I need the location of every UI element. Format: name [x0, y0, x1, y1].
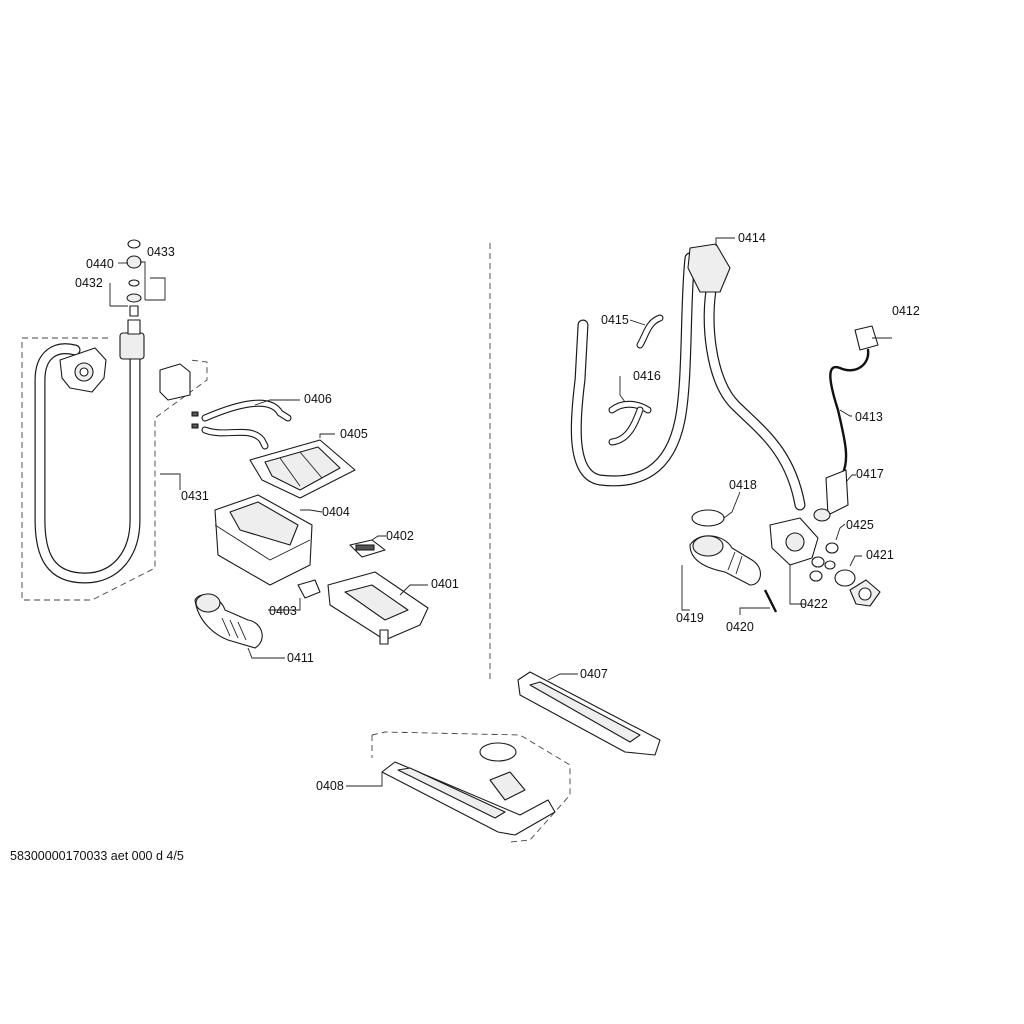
label-0417: 0417 [856, 467, 884, 481]
label-0421: 0421 [866, 548, 894, 562]
label-0440: 0440 [86, 257, 114, 271]
dispenser-hoses-0406 [191, 399, 300, 450]
aquastop-box [119, 332, 145, 360]
label-0402: 0402 [386, 529, 414, 543]
inlet-group [21, 239, 208, 601]
label-0403: 0403 [269, 604, 297, 618]
inlet-boundary [21, 337, 208, 601]
label-0405: 0405 [340, 427, 368, 441]
label-0420: 0420 [726, 620, 754, 634]
label-0418: 0418 [729, 478, 757, 492]
pressure-switch-0412 [854, 325, 879, 351]
label-0408: 0408 [316, 779, 344, 793]
screw-0420 [763, 589, 778, 613]
dispenser-base-0401 [327, 571, 429, 645]
part-0417 [825, 469, 849, 516]
hose-connector-0414 [687, 243, 731, 293]
label-0433: 0433 [147, 245, 175, 259]
label-0406: 0406 [304, 392, 332, 406]
disk-0408 [479, 742, 517, 762]
label-0407: 0407 [580, 667, 608, 681]
washer-0433 [128, 279, 140, 287]
clamp-0418 [691, 509, 725, 527]
drain-group [570, 237, 892, 615]
small-valve [159, 363, 191, 401]
label-0404: 0404 [322, 505, 350, 519]
label-0416: 0416 [633, 369, 661, 383]
base-group [346, 671, 661, 843]
drawing-reference: 58300000170033 aet 000 d 4/5 [10, 849, 184, 863]
part-0403 [268, 579, 321, 611]
dispenser-housing-0404 [214, 494, 323, 586]
label-0411: 0411 [287, 651, 314, 665]
dispenser-top-0405 [249, 433, 356, 499]
label-0425: 0425 [846, 518, 874, 532]
nut-0440-top [127, 239, 141, 249]
label-0431: 0431 [181, 489, 209, 503]
sensor-cable-0413 [829, 348, 870, 477]
label-0415: 0415 [601, 313, 629, 327]
label-0419: 0419 [676, 611, 704, 625]
label-0413: 0413 [855, 410, 883, 424]
seal-ring-0421 [834, 569, 856, 587]
bellows-0411 [194, 593, 285, 659]
part-0402 [349, 535, 386, 558]
label-0412: 0412 [892, 304, 920, 318]
rail-boundary [371, 731, 571, 843]
label-0432: 0432 [75, 276, 103, 290]
nut-0440 [126, 255, 142, 269]
label-0401: 0401 [431, 577, 459, 591]
washer-0432 [126, 293, 142, 303]
label-0414: 0414 [738, 231, 766, 245]
label-0422: 0422 [800, 597, 828, 611]
